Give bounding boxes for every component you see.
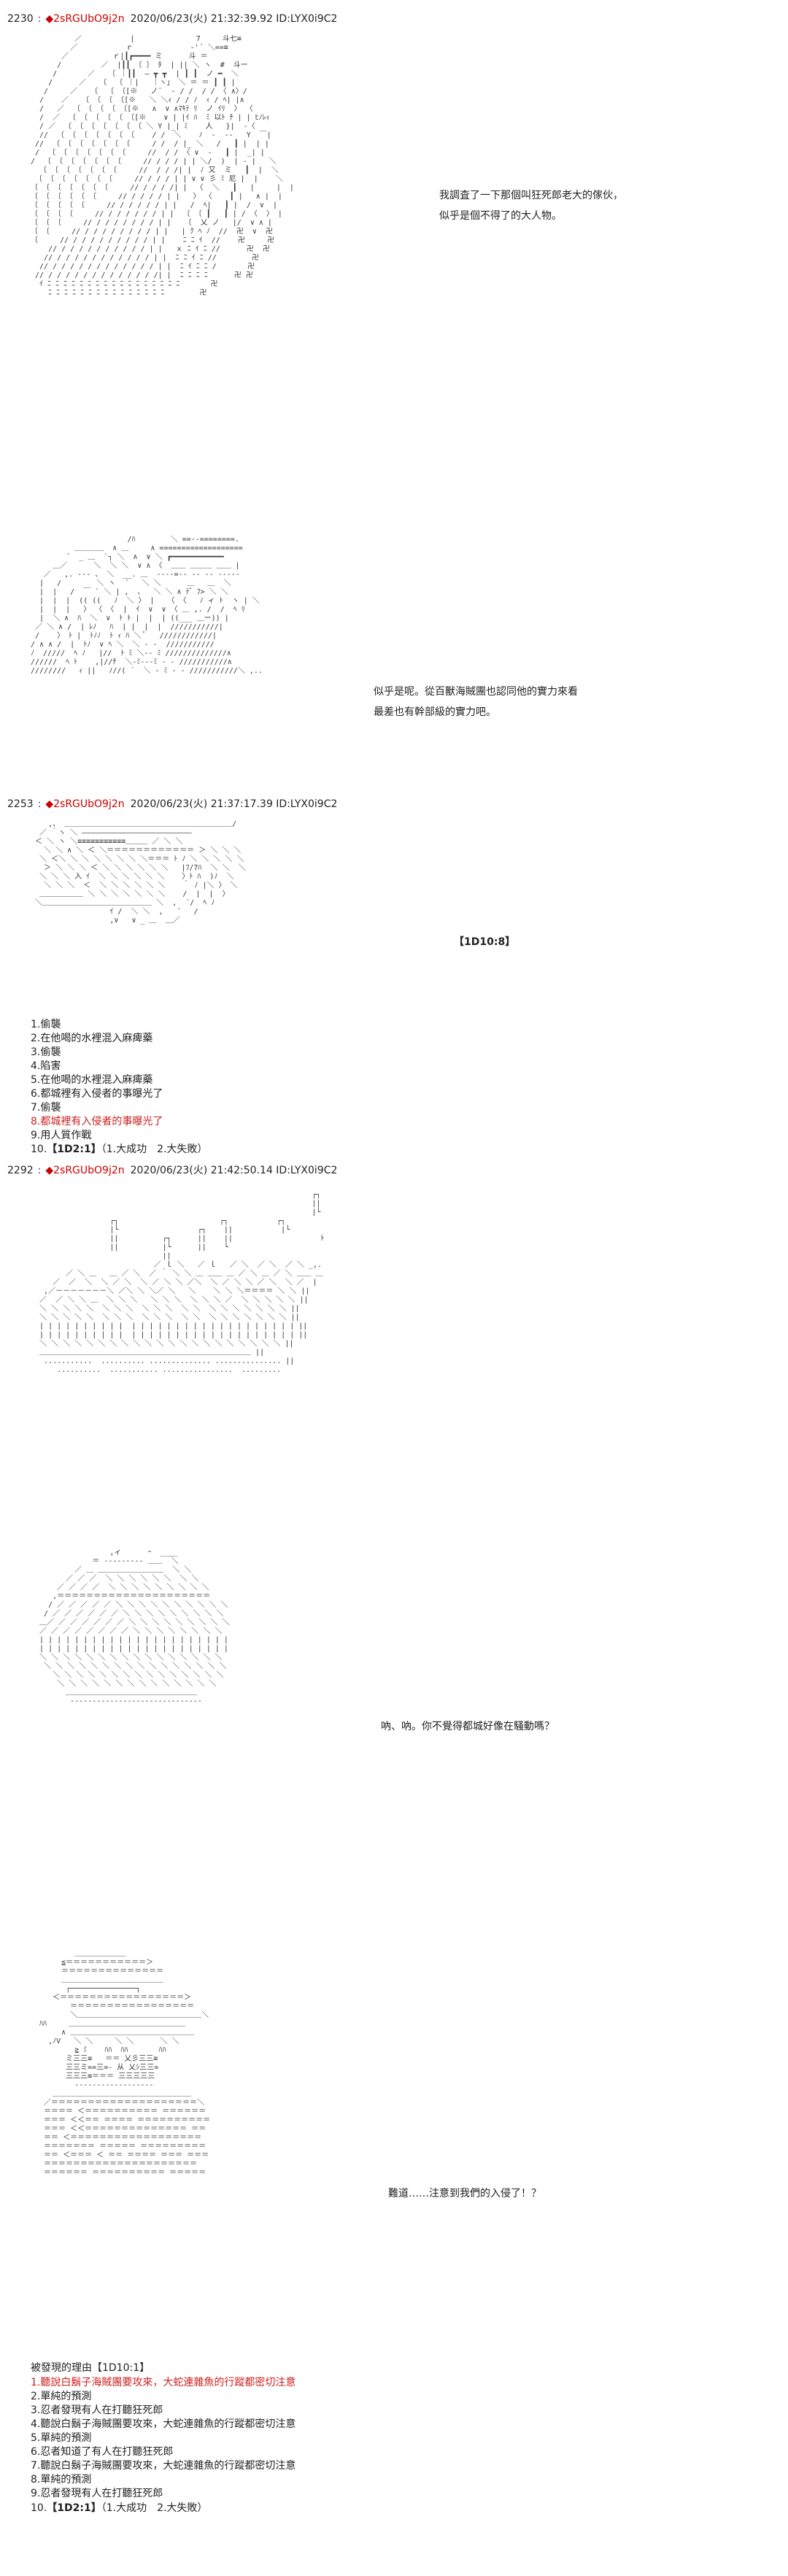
list-item: 7.聽說白鬍子海賊團要攻來，大蛇連雜魚的行蹤都密切注意 — [31, 2460, 296, 2472]
list-item: 8.都城裡有入侵者的事曝光了 — [31, 1116, 163, 1127]
dialog-line: 似乎是呢。從百獸海賊團也認同他的實力來看 — [374, 686, 578, 698]
ascii-art-sneaking-figure: ,、 ＿＿＿＿＿＿＿＿＿＿＿＿＿＿＿＿＿＿＿＿＿＿＿/ ／ ｀ヽ ＼ ―――――… — [35, 820, 246, 925]
list-item: 1.聽說白鬍子海賊團要攻來，大蛇連雜魚的行蹤都密切注意 — [31, 2377, 296, 2388]
dice-result: 【1D2:1】 — [47, 1144, 101, 1155]
dice-result-line: 10.【1D2:1】（1.大成功 2.大失敗） — [31, 2502, 207, 2515]
dice-description: （1.大成功 2.大失敗） — [101, 2502, 208, 2514]
list-item: 5.單純的預測 — [31, 2432, 92, 2444]
post-separator: : — [37, 1165, 42, 1176]
dialog-line: 吶、吶。你不覺得都城好像在騷動嗎？ — [381, 1721, 555, 1732]
post-2292: 2292:◆2sRGUbO9j2n 2020/06/23(火) 21:42:50.… — [0, 1162, 788, 2570]
ascii-art-crowd-fight: ┌┐ || |└ ┌┐ ┌┐ ┌┐ — [39, 1191, 325, 1374]
list-item: 4.陷害 — [31, 1060, 61, 1072]
ascii-art-hooded-figure: ,ィ ｰ ____ ＝ ‐‐‐‐‐‐‐‐‐ ＿＿ ＼ ／ ＿ ＿＿＿＿＿＿＿＿＿… — [39, 1549, 230, 1705]
dice-description: （1.大成功 2.大失敗） — [101, 1144, 208, 1155]
list-item: 4.聽說白鬍子海賊團要攻來，大蛇連雜魚的行蹤都密切注意 — [31, 2418, 296, 2430]
list-item: 9.忍者發現有人在打聽狂死郎 — [31, 2488, 163, 2499]
tripcode: ◆2sRGUbO9j2n — [45, 1165, 125, 1176]
post-number[interactable]: 2230 — [7, 13, 34, 25]
list-item: 2.單純的預測 — [31, 2391, 92, 2402]
list-item: 9.用人質作戰 — [31, 1130, 92, 1141]
ascii-art-hat-figure: ＿＿＿＿＿＿＿ ≦＝＝＝＝＝＝＝＝＝＝＝＞ ＝＝＝＝＝＝＝＝＝＝＝＝＝＝ ＿＿＿… — [39, 1950, 211, 2177]
ascii-art-samurai: ／ | 7 斗七≡ ／ ｒ ‐'´ ＼==≡ ／ ｒ|┃┏━━━━ ミ 斗 ＝ … — [31, 35, 294, 297]
dialog-block: 我調査了一下那個叫狂死郎老大的傢伙， 似乎是個不得了的大人物。 — [439, 185, 623, 226]
dialog-line: 似乎是個不得了的大人物。 — [439, 210, 562, 222]
ascii-art-bandana-character: /ﾊ ＼ ==--========. ＿＿＿＿ ∧ ＿ ∧ ==========… — [31, 536, 263, 675]
list-title: 被發現的理由【1D10:1】 — [31, 2362, 150, 2374]
list-item: 7.偷襲 — [31, 1102, 61, 1114]
list-item: 1.偷襲 — [31, 1019, 61, 1030]
dice-item-number: 10. — [31, 1144, 47, 1155]
list-item: 2.在他喝的水裡混入麻痺藥 — [31, 1033, 153, 1044]
post-separator: : — [37, 13, 42, 25]
dice-result: 【1D2:1】 — [47, 2502, 101, 2514]
dialog-block: 吶、吶。你不覺得都城好像在騷動嗎？ — [381, 1716, 555, 1737]
dialog-line: 我調査了一下那個叫狂死郎老大的傢伙， — [439, 190, 623, 201]
list-item: 6.忍者知道了有人在打聽狂死郎 — [31, 2446, 174, 2458]
list-item: 6.都城裡有入侵者的事曝光了 — [31, 1088, 163, 1100]
tripcode: ◆2sRGUbO9j2n — [45, 798, 125, 810]
post-date: 2020/06/23(火) 21:42:50.14 ID:LYX0i9C2 — [130, 1165, 338, 1176]
dialog-block: 似乎是呢。從百獸海賊團也認同他的實力來看 最差也有幹部級的實力吧。 — [374, 682, 578, 722]
post-header: 2230:◆2sRGUbO9j2n 2020/06/23(火) 21:32:39.… — [7, 10, 337, 28]
post-header: 2292:◆2sRGUbO9j2n 2020/06/23(火) 21:42:50.… — [7, 1162, 337, 1179]
list-item: 3.偷襲 — [31, 1046, 61, 1058]
post-separator: : — [37, 798, 42, 810]
dialog-block: 難道……注意到我們的入侵了！？ — [388, 2183, 541, 2204]
list-item: 8.單純的預測 — [31, 2474, 92, 2486]
post-2253: 2253:◆2sRGUbO9j2n 2020/06/23(火) 21:37:17.… — [0, 795, 788, 1155]
dice-roll-tag: 【1D10:8】 — [454, 936, 516, 948]
post-number[interactable]: 2292 — [7, 1165, 34, 1176]
tripcode: ◆2sRGUbO9j2n — [45, 13, 125, 25]
dice-item-number: 10. — [31, 2502, 47, 2514]
list-item: 3.忍者發現有人在打聽狂死郎 — [31, 2405, 163, 2416]
post-date: 2020/06/23(火) 21:37:17.39 ID:LYX0i9C2 — [130, 798, 338, 810]
post-date: 2020/06/23(火) 21:32:39.92 ID:LYX0i9C2 — [130, 13, 338, 25]
post-number[interactable]: 2253 — [7, 798, 34, 810]
option-list: 1.偷襲 2.在他喝的水裡混入麻痺藥 3.偷襲 4.陷害 5.在他喝的水裡混入麻痺藥 6.… — [31, 1018, 163, 1143]
list-item: 5.在他喝的水裡混入麻痺藥 — [31, 1074, 153, 1086]
post-2230: 2230:◆2sRGUbO9j2n 2020/06/23(火) 21:32:39.… — [0, 10, 788, 784]
post-header: 2253:◆2sRGUbO9j2n 2020/06/23(火) 21:37:17.… — [7, 795, 337, 813]
reason-list: 1.聽說白鬍子海賊團要攻來，大蛇連雜魚的行蹤都密切注意 2.單純的預測 3.忍者發現… — [31, 2376, 296, 2501]
dialog-line: 最差也有幹部級的實力吧。 — [374, 706, 496, 718]
dialog-line: 難道……注意到我們的入侵了！？ — [388, 2188, 541, 2199]
dice-result-line: 10.【1D2:1】（1.大成功 2.大失敗） — [31, 1143, 207, 1157]
